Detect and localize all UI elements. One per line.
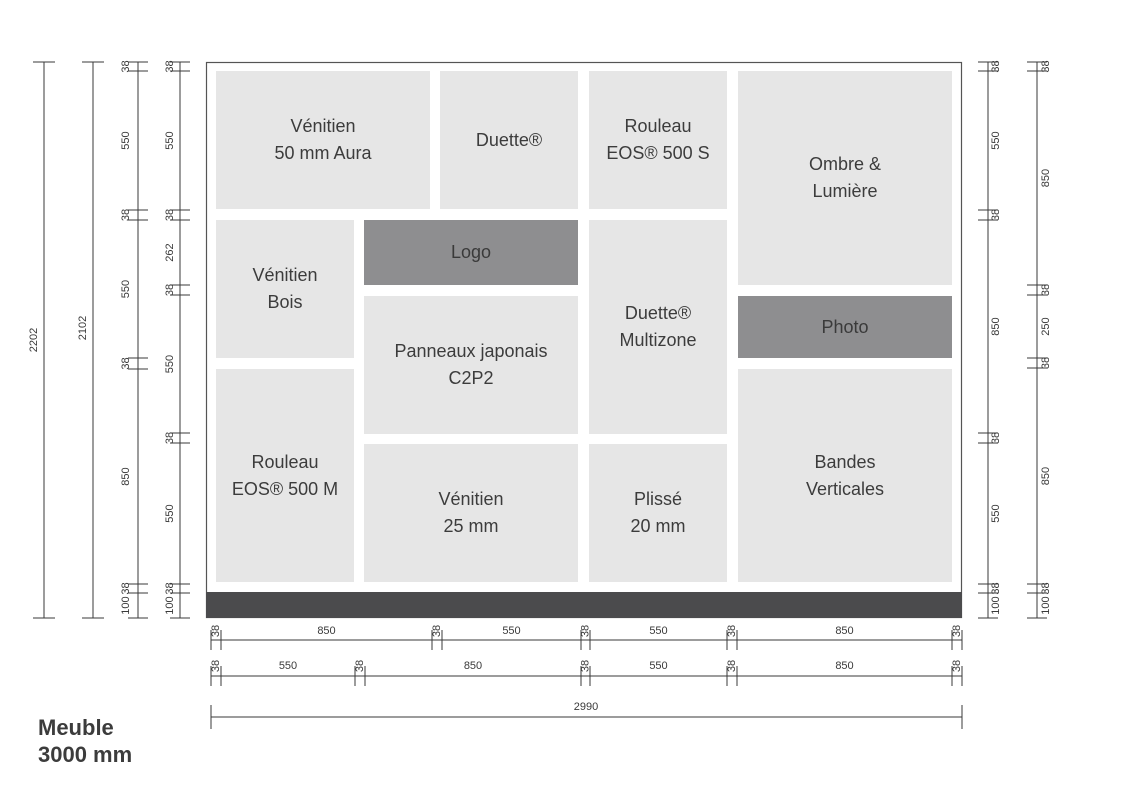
overall-width-label: 2990 — [574, 701, 598, 713]
bottom-row-2-label: 38 — [726, 660, 738, 672]
caption-line-2: 3000 mm — [38, 742, 133, 767]
left-col-a-label: 100 — [120, 596, 132, 614]
panel-bandes-verticales — [738, 369, 952, 582]
right-col-a-label: 38 — [990, 60, 1002, 72]
right-col-a-label: 100 — [990, 596, 1002, 614]
left-col-b-label: 100 — [164, 596, 176, 614]
base-plinth — [206, 592, 962, 618]
left-col-a-label: 850 — [120, 467, 132, 485]
bottom-row-1-label: 550 — [649, 625, 667, 637]
bottom-row-2-label: 38 — [579, 660, 591, 672]
panel-plisse-20 — [589, 444, 727, 582]
bottom-row-1-label: 38 — [951, 625, 963, 637]
bottom-row-2-label: 38 — [354, 660, 366, 672]
panel-rouleau-eos-500-s — [589, 71, 727, 209]
bottom-row-2-label: 850 — [464, 660, 482, 672]
right-col-a-label: 550 — [990, 131, 1002, 149]
inner-height-label: 2102 — [77, 316, 89, 340]
left-col-b-label: 262 — [164, 243, 176, 261]
total-height-label: 2202 — [28, 328, 40, 352]
bottom-row-1-label: 38 — [210, 625, 222, 637]
left-col-b-label: 38 — [164, 582, 176, 594]
panel-logo — [364, 220, 578, 285]
bottom-row-1-label: 850 — [317, 625, 335, 637]
left-col-b-label: 38 — [164, 209, 176, 221]
bottom-row-1-label: 38 — [431, 625, 443, 637]
panel-duette — [440, 71, 578, 209]
right-col-b-label: 38 — [1040, 357, 1052, 369]
right-col-a-label: 38 — [990, 582, 1002, 594]
left-col-a-label: 550 — [120, 131, 132, 149]
bottom-row-2-label: 38 — [951, 660, 963, 672]
panel-venitien-bois — [216, 220, 354, 358]
right-col-a-label: 38 — [990, 432, 1002, 444]
panel-rouleau-eos-500-m — [216, 369, 354, 582]
left-col-b-label: 550 — [164, 355, 176, 373]
right-col-b-label: 38 — [1040, 284, 1052, 296]
left-col-a-label: 38 — [120, 209, 132, 221]
left-col-b-label: 38 — [164, 60, 176, 72]
right-col-b-label: 250 — [1040, 317, 1052, 335]
left-col-a-label: 550 — [120, 280, 132, 298]
left-col-a-label: 38 — [120, 582, 132, 594]
caption-line-1: Meuble — [38, 715, 114, 740]
right-col-b-label: 38 — [1040, 582, 1052, 594]
right-col-b-label: 850 — [1040, 169, 1052, 187]
panel-venitien-50-aura — [216, 71, 430, 209]
left-col-b-label: 38 — [164, 432, 176, 444]
bottom-row-2-label: 550 — [279, 660, 297, 672]
left-col-b-label: 38 — [164, 284, 176, 296]
panel-ombre-lumiere — [738, 71, 952, 285]
right-col-a-label: 850 — [990, 317, 1002, 335]
bottom-row-2-label: 850 — [835, 660, 853, 672]
panel-venitien-25 — [364, 444, 578, 582]
left-col-a-label: 38 — [120, 357, 132, 369]
bottom-row-2-label: 38 — [210, 660, 222, 672]
panel-panneaux-japonais — [364, 296, 578, 434]
left-col-b-label: 550 — [164, 504, 176, 522]
bottom-row-2-label: 550 — [649, 660, 667, 672]
right-col-a-label: 550 — [990, 504, 1002, 522]
right-col-a-label: 38 — [990, 209, 1002, 221]
caption: Meuble 3000 mm — [38, 714, 132, 768]
right-col-b-label: 100 — [1040, 596, 1052, 614]
panel-photo — [738, 296, 952, 358]
bottom-row-1-label: 850 — [835, 625, 853, 637]
left-col-a-label: 38 — [120, 60, 132, 72]
panel-duette-multizone — [589, 220, 727, 434]
right-col-b-label: 38 — [1040, 60, 1052, 72]
bottom-row-1-label: 38 — [726, 625, 738, 637]
right-col-b-label: 850 — [1040, 467, 1052, 485]
bottom-row-1-label: 550 — [502, 625, 520, 637]
bottom-row-1-label: 38 — [579, 625, 591, 637]
left-col-b-label: 550 — [164, 131, 176, 149]
